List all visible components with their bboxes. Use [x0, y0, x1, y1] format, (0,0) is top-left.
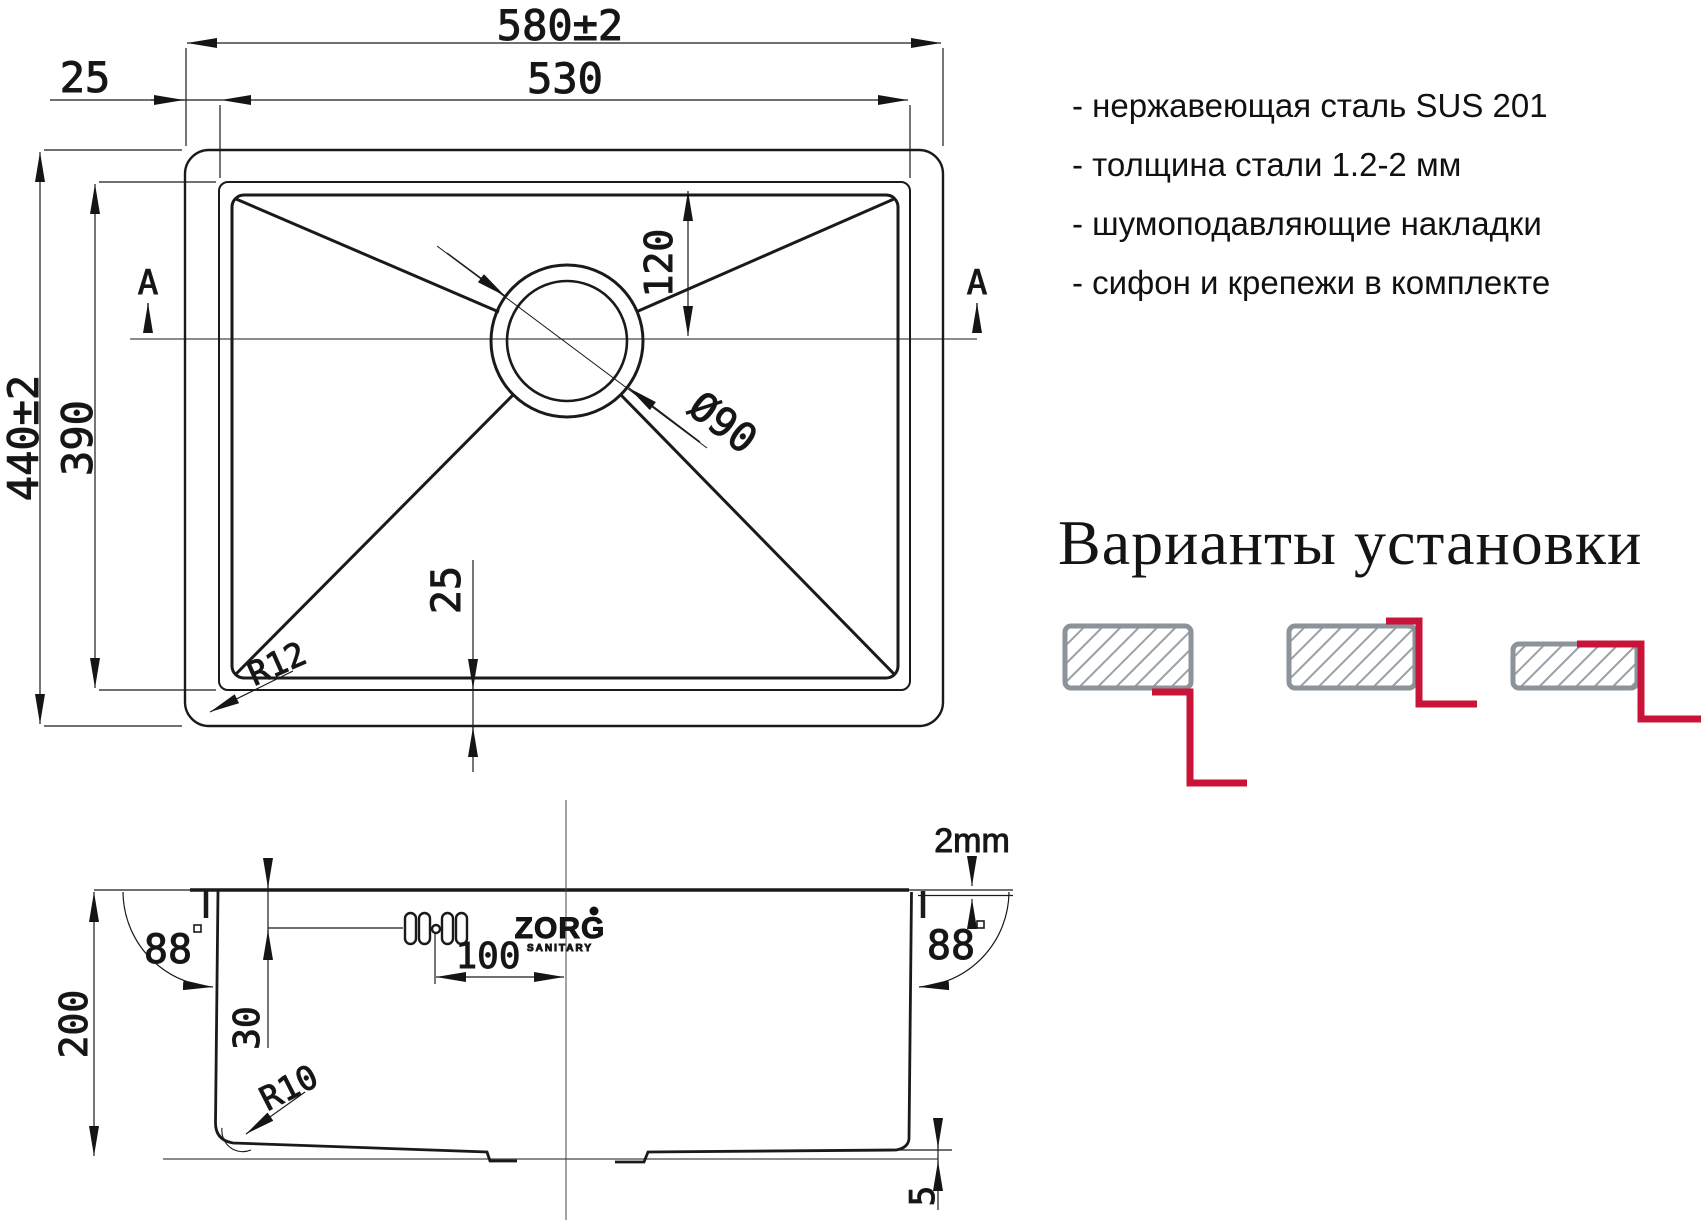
dim-hole-offset: 30 [227, 1006, 268, 1049]
feature-item-siphon: - сифон и крепежи в комплекте [1072, 264, 1551, 301]
dim-depth: 200 [52, 990, 96, 1059]
right-wall [615, 891, 913, 1164]
install-options-title: Варианты установки [1058, 507, 1643, 578]
features-list: - нержавеющая сталь SUS 201 - толщина ст… [1072, 76, 1550, 312]
plan-view: 580±2 530 25 440±2 390 120 Ø90 25 R12 A … [0, 1, 988, 772]
section-dim-lines [89, 856, 1013, 1210]
feature-item-material: - нержавеющая сталь SUS 201 [1072, 87, 1548, 124]
install-variant-overmount [1510, 640, 1701, 723]
install-variant-undermount [1062, 623, 1247, 787]
dim-offset-left: 25 [60, 53, 111, 102]
plan-bowl-rim-inner [230, 193, 900, 680]
bowl-crease-lines [234, 197, 896, 676]
dim-drain-diameter: Ø90 [680, 383, 765, 463]
zorg-logo: ZORG SANITARY [514, 906, 606, 955]
dim-flange-height: 5 [903, 1186, 943, 1206]
dim-wall-angle-right: 88 [927, 923, 975, 969]
dim-bottom-radius: R10 [253, 1057, 324, 1119]
plan-outer-rim [183, 148, 945, 728]
feature-item-noise-pads: - шумоподавляющие накладки [1072, 205, 1542, 242]
section-marker-a-left: A [138, 263, 158, 303]
section-view: 200 88 30 100 R10 2mm 88 5 ZORG SANITARY [52, 800, 1013, 1220]
zorg-logo-dot [589, 906, 599, 916]
dim-drain-offset: 120 [637, 229, 681, 298]
feature-item-thickness: - толщина стали 1.2-2 мм [1072, 146, 1462, 183]
dim-offset-bottom: 25 [424, 566, 470, 614]
zorg-logo-subtext: SANITARY [527, 943, 593, 954]
dim-width-inner: 530 [527, 54, 603, 103]
dim-width-outer: 580±2 [497, 1, 623, 50]
dim-height-outer: 440±2 [0, 375, 48, 501]
install-variants [1062, 617, 1701, 787]
mounting-holes [403, 911, 469, 946]
drain-outer-circle [489, 263, 645, 419]
zorg-logo-text: ZORG [515, 912, 606, 945]
install-variant-flushmount [1286, 617, 1477, 708]
dim-corner-radius: R12 [242, 634, 312, 694]
dim-wall-angle-left: 88 [144, 927, 192, 973]
drain-inner-circle [505, 279, 629, 403]
plan-bowl-rim-outer [218, 181, 911, 691]
plan-dim-lines [35, 38, 944, 772]
section-marker-a-right: A [967, 263, 987, 303]
left-wall [214, 890, 517, 1163]
dim-hole-spacing: 100 [455, 936, 520, 977]
dim-thickness: 2mm [934, 822, 1010, 860]
dim-height-inner: 390 [53, 400, 102, 476]
